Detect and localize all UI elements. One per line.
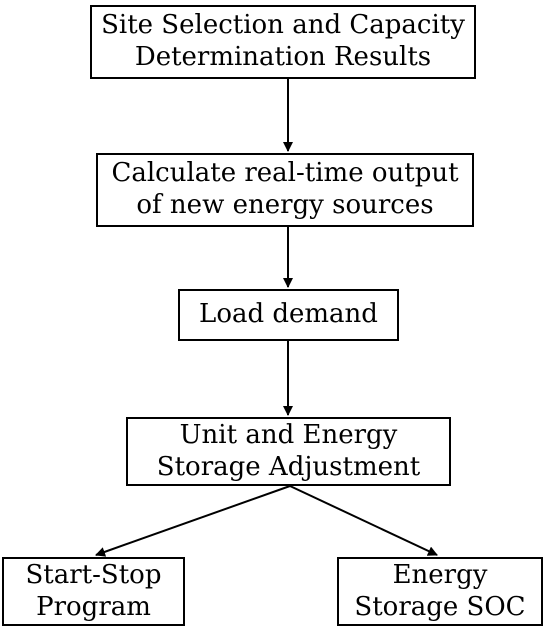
- site-selection-box: Site Selection and Capacity Determinatio…: [90, 5, 476, 79]
- calculate-output-line-2: of new energy sources: [136, 190, 434, 220]
- start-stop-line-1: Start-Stop: [25, 559, 162, 590]
- start-stop-program-box: Start-Stop Program: [2, 557, 185, 626]
- arrow-unit-to-start-stop: [95, 485, 291, 557]
- arrow-unit-to-energy-storage: [289, 485, 438, 556]
- calculate-output-line-1: Calculate real-time output: [111, 158, 459, 189]
- load-demand-label: Load demand: [199, 299, 378, 330]
- site-selection-line-1: Site Selection and Capacity: [101, 10, 465, 41]
- load-demand-box: Load demand: [178, 289, 399, 341]
- energy-storage-soc-box: Energy Storage SOC: [337, 557, 543, 626]
- unit-storage-line-1: Unit and Energy: [179, 419, 398, 450]
- unit-storage-adjustment-box: Unit and Energy Storage Adjustment: [126, 417, 451, 486]
- energy-storage-line-2: Storage SOC: [354, 591, 526, 622]
- site-selection-line-2: Determination Results: [134, 42, 432, 72]
- start-stop-line-2: Program: [36, 591, 151, 622]
- energy-storage-line-1: Energy: [392, 559, 488, 590]
- unit-storage-line-2: Storage Adjustment: [156, 451, 421, 482]
- calculate-output-box: Calculate real-time output of new energy…: [96, 153, 474, 227]
